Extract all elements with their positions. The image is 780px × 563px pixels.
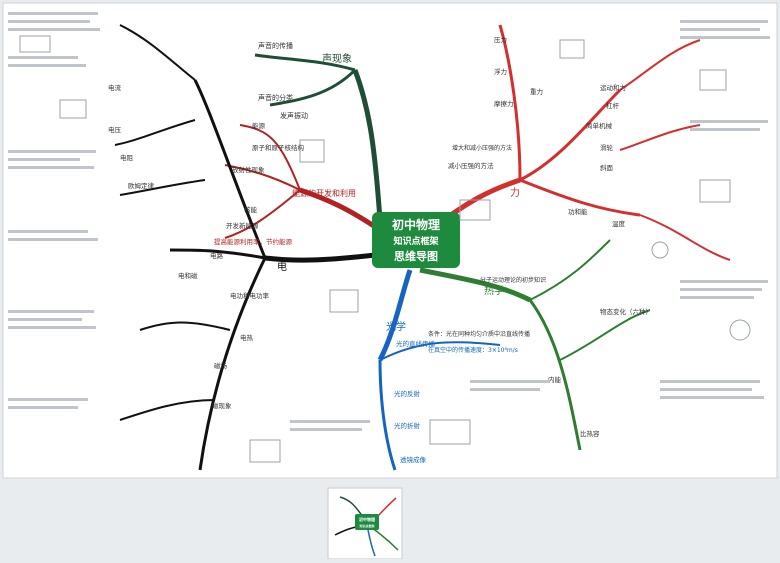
- label-optics: 光学: [386, 320, 406, 333]
- elec-node-8: 电和磁: [178, 271, 198, 280]
- force-node-3: 摩擦力: [494, 99, 514, 108]
- center-badge: [372, 212, 460, 268]
- branch-force-right: [519, 88, 622, 182]
- thumb-title: 初中物理: [358, 516, 375, 522]
- branch-elec-mid: [169, 248, 266, 260]
- branch-heat-sub3: [559, 309, 651, 361]
- branch-elec-down: [198, 257, 267, 471]
- optics-node-6: 在真空中的传播速度：3×10⁸m/s: [428, 346, 518, 354]
- optics-node-3: 光的折射: [394, 421, 421, 430]
- branch-energy: [299, 187, 382, 233]
- elec-node-10: 磁现象: [212, 401, 232, 410]
- branch-acoustics-sub1: [254, 53, 356, 72]
- optics-node-2: 光的反射: [394, 389, 421, 398]
- force-node-11: 减小压强的方法: [448, 161, 494, 170]
- label-acoustics: 声现象: [322, 52, 352, 65]
- thumb-branch-3: [367, 529, 376, 557]
- branch-elec-twig4: [139, 321, 231, 331]
- thumb-subtitle: 知识点框架: [358, 523, 374, 528]
- optics-node-4: 透镜成像: [400, 455, 427, 464]
- branch-optics: [377, 269, 413, 362]
- force-node-2: 浮力: [494, 67, 507, 76]
- force-node-10: 功和能: [568, 207, 588, 216]
- elec-node-3: 电阻: [120, 153, 134, 162]
- branch-force-up: [498, 24, 522, 181]
- energy-node-5: 开发新能源: [226, 221, 259, 230]
- heat-node-4: 比热容: [580, 429, 600, 438]
- energy-node-2: 原子和原子核结构: [252, 143, 305, 152]
- energy-node-4: 核能: [244, 205, 258, 214]
- acoustics-node-1: 声音的传播: [258, 41, 293, 50]
- label-energy: 能源的开发和利用: [292, 188, 356, 198]
- branch-heat-sub2: [529, 239, 611, 301]
- elec-node-4: 欧姆定律: [128, 181, 155, 190]
- label-heat: 热学: [484, 284, 504, 297]
- energy-node-1: 能源: [252, 121, 266, 130]
- branch-elec-up: [193, 79, 267, 259]
- acoustics-node-2: 声音的分类: [258, 93, 293, 102]
- elec-node-5: 电功和电功率: [230, 291, 270, 300]
- diagram-sketches: [19, 35, 751, 463]
- branch-elec-twig1: [119, 24, 196, 81]
- acoustics-node-3: 发声振动: [280, 111, 308, 120]
- branch-optics-sub1: [378, 359, 397, 471]
- branch-elec-twig5: [119, 399, 216, 421]
- elec-node-6: 电热: [240, 333, 254, 342]
- elec-node-7: 电路: [210, 251, 224, 260]
- branch-heat: [419, 267, 532, 303]
- branch-acoustics-sub2: [269, 68, 357, 107]
- heat-node-2: 内能: [548, 375, 562, 384]
- note-lines: [8, 12, 770, 431]
- branch-energy-sub1: [239, 124, 301, 191]
- center-caption: 思维导图: [394, 249, 438, 263]
- center-title: 初中物理: [392, 217, 440, 232]
- label-electricity: 电: [277, 260, 287, 273]
- force-node-4: 重力: [530, 87, 543, 96]
- elec-node-9: 磁场: [214, 361, 228, 370]
- center-subtitle: 知识点框架: [392, 235, 438, 247]
- energy-node-3: 放射性现象: [232, 165, 265, 174]
- heat-node-5: 分子运动理论的初步知识: [480, 276, 546, 284]
- branch-energy-sub2: [224, 164, 301, 191]
- branch-electricity: [264, 252, 376, 263]
- thumb-center-badge: [355, 514, 379, 530]
- force-node-8: 滑轮: [600, 143, 614, 152]
- branch-elec-twig2: [114, 119, 196, 146]
- branch-force-work: [519, 178, 641, 217]
- elec-node-2: 电压: [108, 125, 122, 134]
- heat-node-1: 温度: [612, 219, 626, 228]
- force-node-6: 简单机械: [586, 121, 613, 130]
- branch-optics-sub2: [379, 341, 501, 361]
- branch-force-twig3: [639, 214, 731, 261]
- branch-acoustics: [352, 69, 383, 221]
- force-node-1: 压力: [494, 35, 507, 44]
- force-node-9: 斜面: [600, 163, 614, 172]
- branch-heat-sub1: [528, 299, 582, 451]
- optics-node-5: 条件：光在同种均匀介质中沿直线传播: [428, 330, 530, 338]
- force-node-5: 运动和力: [600, 83, 626, 92]
- branch-force-twig2: [619, 124, 701, 151]
- elec-node-1: 电流: [108, 83, 122, 92]
- force-node-7: 杠杆: [606, 101, 620, 110]
- branch-elec-twig3: [119, 179, 206, 196]
- branch-force-twig1: [619, 39, 701, 91]
- optics-node-1: 光的直线传播: [396, 339, 436, 348]
- heat-node-3: 物态变化（六种）: [600, 307, 652, 316]
- energy-node-6: 提高能源利用率，节约能源: [214, 237, 293, 246]
- branch-energy-sub3: [224, 189, 301, 239]
- force-node-12: 增大和减小压强的方法: [452, 144, 512, 152]
- label-force: 力: [510, 186, 520, 199]
